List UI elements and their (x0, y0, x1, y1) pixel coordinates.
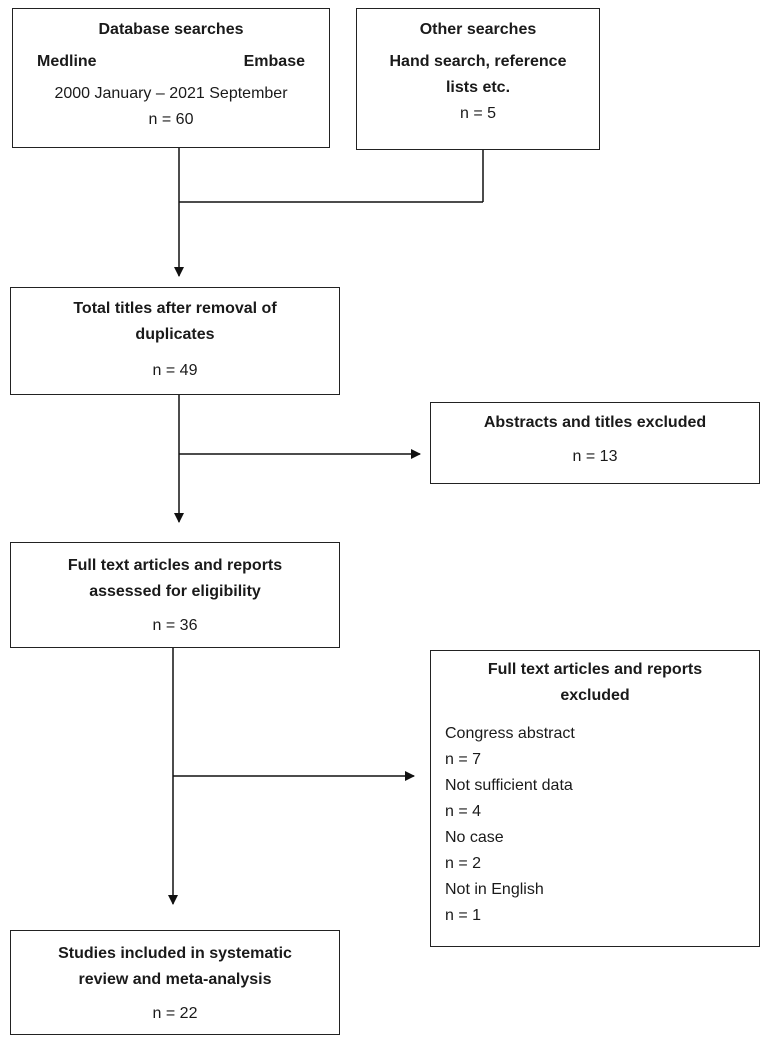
database-count: n = 60 (148, 111, 194, 128)
other-searches-box: Other searches Hand search, reference li… (356, 8, 600, 150)
studies-included-box: Studies included in systematic review an… (10, 930, 340, 1035)
full-text-assessed-box: Full text articles and reports assessed … (10, 542, 340, 648)
search-period: 2000 January – 2021 September (54, 85, 288, 102)
full-text-assessed-title-1: Full text articles and reports (67, 557, 283, 574)
reason-count: n = 7 (445, 751, 482, 768)
database-searches-title: Database searches (98, 21, 244, 38)
studies-included-title-2: review and meta-analysis (78, 971, 272, 988)
reason-count: n = 1 (445, 907, 482, 924)
full-text-excluded-title-2: excluded (560, 687, 630, 704)
database-searches-box: Database searches Medline Embase 2000 Ja… (12, 8, 330, 148)
other-searches-subtitle-1: Hand search, reference (389, 53, 567, 70)
full-text-excluded-box: Full text articles and reports excluded … (430, 650, 760, 947)
other-searches-title: Other searches (419, 21, 537, 38)
exclusion-reasons-list: Congress abstract n = 7 Not sufficient d… (431, 721, 759, 929)
full-text-assessed-count: n = 36 (152, 617, 198, 634)
abstracts-excluded-count: n = 13 (572, 448, 618, 465)
total-titles-title-2: duplicates (135, 326, 215, 343)
total-titles-count: n = 49 (152, 362, 198, 379)
studies-included-count: n = 22 (152, 1005, 198, 1022)
medline-label: Medline (37, 53, 97, 70)
embase-label: Embase (243, 53, 305, 70)
other-searches-count: n = 5 (459, 105, 497, 122)
reason-count: n = 2 (445, 855, 482, 872)
reason-label: Not sufficient data (445, 777, 573, 794)
reason-label: Congress abstract (445, 725, 575, 742)
studies-included-title-1: Studies included in systematic (58, 945, 292, 962)
abstracts-excluded-box: Abstracts and titles excluded n = 13 (430, 402, 760, 484)
full-text-assessed-title-2: assessed for eligibility (89, 583, 261, 600)
total-titles-box: Total titles after removal of duplicates… (10, 287, 340, 395)
reason-label: No case (445, 829, 504, 846)
other-searches-subtitle-2: lists etc. (445, 79, 511, 96)
reason-label: Not in English (445, 881, 544, 898)
reason-count: n = 4 (445, 803, 482, 820)
abstracts-excluded-title: Abstracts and titles excluded (483, 414, 707, 431)
full-text-excluded-title-1: Full text articles and reports (487, 661, 703, 678)
total-titles-title-1: Total titles after removal of (73, 300, 277, 317)
